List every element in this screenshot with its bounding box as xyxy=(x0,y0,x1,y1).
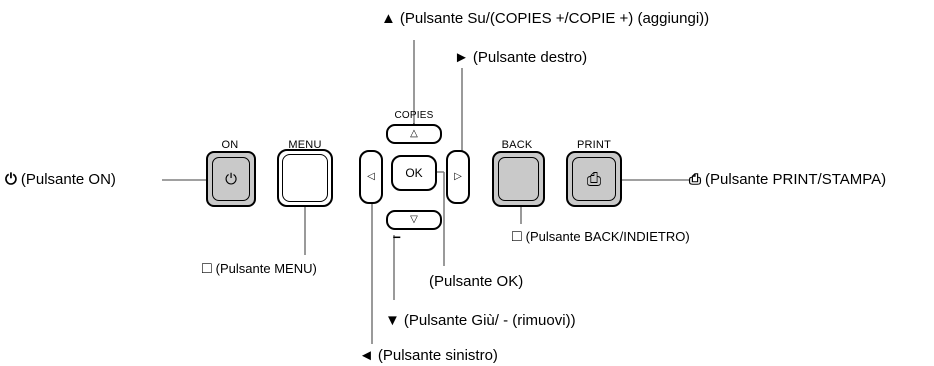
ok-label: OK xyxy=(405,166,423,180)
back-button[interactable] xyxy=(492,151,545,207)
callout-down-text: (Pulsante Giù/ - (rimuovi)) xyxy=(403,312,576,329)
callout-ok-text: (Pulsante OK) xyxy=(429,273,524,290)
print-icon: ⎙ xyxy=(689,171,702,188)
callout-menu: □(Pulsante MENU) xyxy=(202,260,317,278)
print-button-frame xyxy=(572,157,616,201)
callout-menu-text: (Pulsante MENU) xyxy=(215,261,317,276)
down-minus: − xyxy=(392,229,402,245)
left-button[interactable]: ◁ xyxy=(359,150,383,204)
menu-label: MENU xyxy=(288,139,322,151)
callout-on-text: (Pulsante ON) xyxy=(20,171,116,188)
callout-up: ▲(Pulsante Su/(COPIES +/COPIE +) (aggiun… xyxy=(381,10,709,28)
left-triangle-icon: ◄ xyxy=(359,347,374,364)
menu-button[interactable] xyxy=(277,149,333,207)
callout-print-text: (Pulsante PRINT/STAMPA) xyxy=(705,171,887,188)
print-label: PRINT xyxy=(577,139,611,151)
back-button-frame xyxy=(498,157,539,201)
right-button[interactable]: ▷ xyxy=(446,150,470,204)
callout-left: ◄(Pulsante sinistro) xyxy=(359,347,498,365)
print-icon: ⎙ xyxy=(586,169,602,189)
left-arrow-icon: ◁ xyxy=(367,171,375,182)
up-triangle-icon: ▲ xyxy=(381,10,396,27)
callout-down: ▼(Pulsante Giù/ - (rimuovi)) xyxy=(385,312,576,330)
down-triangle-icon: ▼ xyxy=(385,312,400,329)
copies-label: COPIES xyxy=(394,110,434,121)
square-icon: □ xyxy=(202,260,212,277)
callout-on: ⏻(Pulsante ON) xyxy=(5,171,116,189)
callout-up-text: (Pulsante Su/(COPIES +/COPIE +) (aggiung… xyxy=(399,10,710,27)
ok-button[interactable]: OK xyxy=(391,155,437,191)
on-button-frame xyxy=(212,157,250,201)
square-icon: □ xyxy=(512,228,522,245)
power-icon: ⏻ xyxy=(225,170,237,188)
callout-ok: (Pulsante OK) xyxy=(429,273,523,291)
power-icon: ⏻ xyxy=(5,171,17,188)
callout-left-text: (Pulsante sinistro) xyxy=(377,347,498,364)
back-label: BACK xyxy=(501,139,533,151)
menu-button-frame xyxy=(282,154,328,202)
right-triangle-icon: ► xyxy=(454,49,469,66)
up-arrow-icon: △ xyxy=(410,128,418,139)
on-label: ON xyxy=(221,139,239,151)
print-button[interactable]: ⎙ xyxy=(566,151,622,207)
up-button[interactable]: △ xyxy=(386,124,442,144)
callout-print: ⎙(Pulsante PRINT/STAMPA) xyxy=(689,171,886,189)
right-arrow-icon: ▷ xyxy=(454,171,462,182)
down-arrow-icon: ▽ xyxy=(410,214,418,225)
callout-right-text: (Pulsante destro) xyxy=(472,49,588,66)
callout-back: □(Pulsante BACK/INDIETRO) xyxy=(512,228,690,246)
callout-right: ►(Pulsante destro) xyxy=(454,49,587,67)
on-button[interactable]: ⏻ xyxy=(206,151,256,207)
down-button[interactable]: ▽ xyxy=(386,210,442,230)
callout-back-text: (Pulsante BACK/INDIETRO) xyxy=(525,229,690,244)
